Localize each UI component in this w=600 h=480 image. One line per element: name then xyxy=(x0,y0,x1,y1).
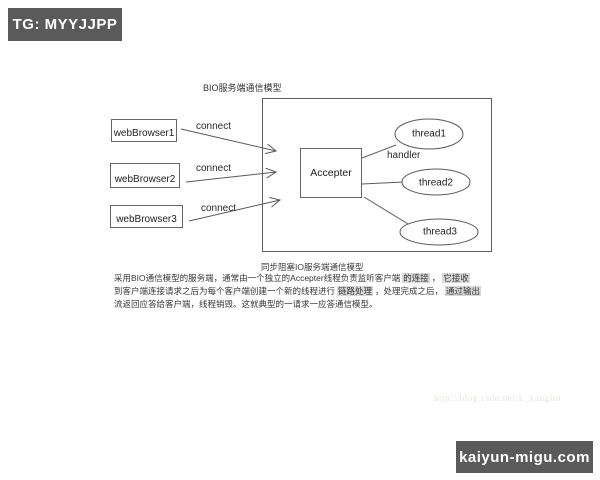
thread3-label: thread3 xyxy=(423,226,457,238)
connect-arrow-3 xyxy=(188,200,280,222)
highlighted-text: 它接收 xyxy=(442,273,470,283)
text-segment: 采用BIO通信模型的服务端，通常由一个独立的Accepter线程负责监听客户端 xyxy=(114,273,401,283)
connect-arrow-2 xyxy=(185,172,276,183)
description-line-1: 采用BIO通信模型的服务端，通常由一个独立的Accepter线程负责监听客户端的… xyxy=(114,272,470,285)
server-boundary-box xyxy=(262,98,492,252)
site-watermark-badge: kaiyun-migu.com xyxy=(456,441,593,473)
thread1-label: thread1 xyxy=(412,128,446,140)
text-segment: ， xyxy=(431,273,441,283)
accepter-label: Accepter xyxy=(310,167,352,179)
connect-arrow-1 xyxy=(180,128,276,151)
highlighted-text: 通过输出 xyxy=(445,286,482,296)
handler-line-1 xyxy=(361,144,397,159)
handler-line-2 xyxy=(361,181,404,185)
description-paragraph: 采用BIO通信模型的服务端，通常由一个独立的Accepter线程负责监听客户端的… xyxy=(114,272,482,311)
diagram-title: BIO服务端通信模型 xyxy=(203,83,282,93)
connect-label: connect xyxy=(196,163,232,174)
text-segment: 流返回应答给客户端，线程销毁。这就典型的一请求一应答通信模型。 xyxy=(114,299,378,309)
handler-line-3 xyxy=(363,196,409,225)
text-segment: ，处理完成之后， xyxy=(375,286,444,296)
client-label: webBrowser3 xyxy=(116,214,177,225)
connect-label: connect xyxy=(196,121,232,132)
description-line-2: 到客户端连接请求之后为每个客户端创建一个新的线程进行链路处理，处理完成之后，通过… xyxy=(114,285,482,298)
highlighted-text: 链路处理 xyxy=(337,286,374,296)
tg-watermark-badge: TG: MYYJJPP xyxy=(8,8,122,41)
client-box-webbrowser3: webBrowser3 xyxy=(110,205,183,228)
thread2-label: thread2 xyxy=(419,177,453,189)
thread-ellipse-2 xyxy=(401,168,471,196)
connect-label: connect xyxy=(201,203,237,214)
diagram-caption: 同步阻塞IO服务端通信模型 xyxy=(261,262,364,272)
client-box-webbrowser2: webBrowser2 xyxy=(110,163,180,188)
client-box-webbrowser1: webBrowser1 xyxy=(111,119,177,142)
url-watermark: http://blog.csdn.net/L_kanglin xyxy=(434,393,561,403)
text-segment: 到客户端连接请求之后为每个客户端创建一个新的线程进行 xyxy=(114,286,336,296)
handler-label: handler xyxy=(387,150,421,161)
client-label: webBrowser1 xyxy=(113,128,175,139)
accepter-box: Accepter xyxy=(300,148,362,198)
thread-ellipse-1 xyxy=(394,118,464,150)
description-line-3: 流返回应答给客户端，线程销毁。这就典型的一请求一应答通信模型。 xyxy=(114,298,454,311)
client-label: webBrowser2 xyxy=(114,174,176,185)
highlighted-text: 的连接 xyxy=(402,273,430,283)
thread-ellipse-3 xyxy=(399,218,479,246)
